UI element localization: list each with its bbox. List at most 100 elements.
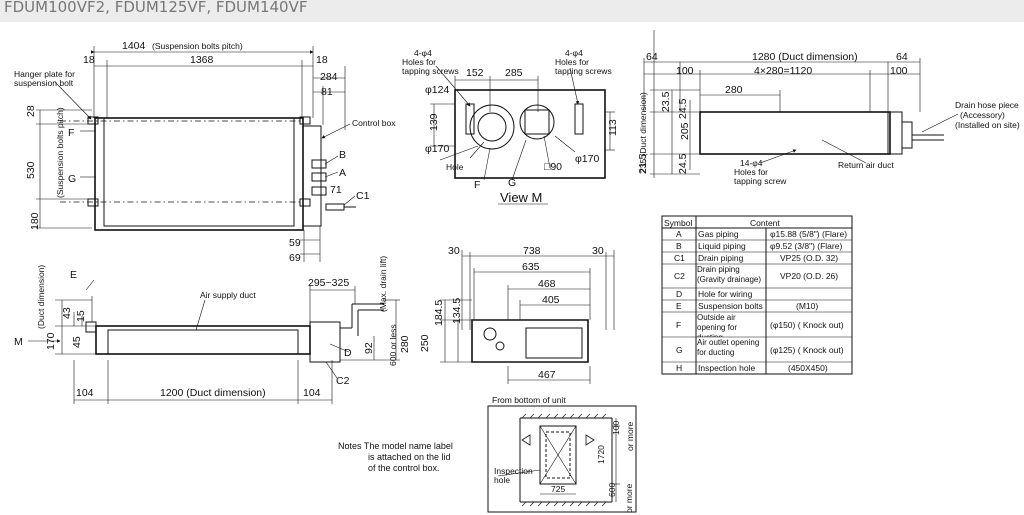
dim-64-left: 64	[646, 51, 658, 63]
table-name-D: Hole for wiring	[698, 289, 753, 299]
dim-45: 45	[71, 336, 83, 348]
hole-label: Hole	[446, 162, 464, 172]
air-outlet-opening	[519, 104, 555, 140]
dim-18-left: 18	[83, 54, 95, 66]
table-sym-E: E	[676, 301, 682, 311]
dim-100-bottom: 100	[611, 421, 621, 435]
sym-G-viewm: G	[508, 177, 516, 189]
dim-1720: 1720	[596, 445, 606, 464]
table-name-B: Liquid piping	[698, 241, 746, 251]
table-sym-A: A	[676, 229, 682, 239]
table-name-G: Air outlet opening for ducting	[697, 338, 759, 357]
sym-F-viewm: F	[474, 179, 480, 191]
dim-184-5: 184.5	[433, 300, 445, 326]
front-duct-dim: (Duct dimension)	[36, 265, 46, 329]
dim-30-right: 30	[592, 245, 604, 257]
table-value-C1: VP25 (O.D. 32)	[780, 253, 838, 263]
dim-468: 468	[538, 278, 556, 290]
table-name-A: Gas piping	[698, 229, 739, 239]
dim-phi124: φ124	[425, 84, 449, 96]
dim-phi170-right: φ170	[575, 153, 599, 165]
dim-250: 250	[419, 334, 431, 352]
dim-170-front: 170	[45, 332, 57, 350]
right-view: 64 1280 (Duct dimension) 64 100 4×280=11…	[637, 30, 1020, 186]
sym-F-top: F	[68, 127, 74, 139]
dim-600-note: or more	[624, 483, 634, 513]
dim-295-325: 295~325	[308, 277, 349, 289]
dim-1200: 1200 (Duct dimension)	[160, 387, 266, 399]
dim-113: 113	[607, 119, 619, 136]
dim-725: 725	[551, 484, 565, 494]
holes-right-2: Holes for	[555, 57, 589, 67]
screws-label-2: Holes for	[734, 167, 768, 177]
sym-G-top: G	[68, 173, 76, 185]
holes-left-2: Holes for	[402, 57, 436, 67]
top-view: 1404 (Suspension bolts pitch) 18 1368 18…	[14, 40, 396, 264]
dim-21-5: 21.5	[637, 153, 649, 174]
table-sym-C1: C1	[674, 253, 685, 263]
dim-152: 152	[466, 67, 484, 79]
sym-E-front: E	[70, 269, 77, 281]
dim-1404-note: (Suspension bolts pitch)	[152, 41, 243, 51]
dim-405: 405	[542, 294, 560, 306]
max-drain-label: (Max. drain lift)	[378, 256, 388, 312]
table-name-E: Suspension bolts	[698, 301, 763, 311]
dim-600-bottom: 600	[607, 483, 617, 497]
table-value-E: (M10)	[796, 301, 818, 311]
table-name-C2: Drain piping (Gravity drainage)	[697, 265, 761, 284]
drain-label-3: (Installed on site)	[955, 120, 1020, 130]
table-value-F: (φ150) ( Knock out)	[770, 320, 844, 330]
dim-284: 284	[320, 71, 338, 83]
dim-134-5: 134.5	[451, 298, 463, 324]
table-value-A: φ15.88 (5/8") (Flare)	[770, 229, 847, 239]
view-m-label: View M	[500, 190, 542, 205]
dim-280-front: 280	[399, 335, 411, 353]
sym-D: D	[344, 347, 352, 359]
table-value-B: φ9.52 (3/8") (Flare)	[770, 241, 842, 251]
dim-24-5-top: 24.5	[677, 98, 689, 119]
air-supply-label: Air supply duct	[200, 290, 256, 300]
dim-28: 28	[25, 105, 37, 117]
dim-235: 235 (Duct dimension)	[638, 92, 648, 173]
dim-92: 92	[363, 342, 375, 354]
dim-100-left: 100	[676, 65, 694, 77]
page-title: FDUM100VF2, FDUM125VF, FDUM140VF	[4, 0, 308, 16]
holes-right-3: tapping screws	[555, 66, 612, 76]
bottom-view: From bottom of unit 100 or more 1720 600…	[487, 395, 637, 513]
sym-C1: C1	[356, 190, 370, 202]
hanger-label-1: Hanger plate for	[14, 69, 75, 79]
table-name-H: Inspection hole	[698, 363, 755, 373]
sym-B: B	[339, 149, 346, 161]
bottom-view-label: From bottom of unit	[492, 395, 566, 405]
unit-body-top	[94, 117, 304, 231]
dim-81: 81	[321, 86, 333, 98]
sym-A: A	[339, 167, 346, 179]
table-sym-B: B	[676, 241, 682, 251]
dim-180: 180	[29, 212, 41, 230]
table-header-content: Content	[750, 218, 780, 228]
dim-100-note: or more	[625, 421, 635, 451]
view-m: 4-φ4 Holes for tapping screws 4-φ4 Holes…	[402, 48, 619, 205]
screws-label-3: tapping screw	[734, 176, 787, 186]
side-view: 30 738 30 635 468 405 184.5 134.5 467	[433, 245, 615, 384]
table-value-C2: VP20 (O.D. 26)	[780, 271, 838, 281]
dim-104-left: 104	[76, 387, 94, 399]
screws-label-1: 14-φ4	[740, 158, 763, 168]
table-value-H: (450X450)	[788, 363, 828, 373]
table-sym-C2: C2	[674, 271, 685, 281]
note-line-3: of the control box.	[368, 463, 440, 473]
title-bar: FDUM100VF2, FDUM125VF, FDUM140VF	[0, 0, 1024, 22]
dim-18-right: 18	[316, 54, 328, 66]
control-box-label: Control box	[352, 118, 396, 128]
table-sym-F: F	[676, 320, 681, 330]
dim-104-right: 104	[303, 387, 321, 399]
sym-C2: C2	[336, 375, 350, 387]
return-duct-label: Return air duct	[838, 160, 894, 170]
dim-71: 71	[330, 184, 342, 196]
hanger-label-2: suspension bolt	[14, 78, 74, 88]
dim-530-note: (Suspension bolts pitch)	[55, 107, 65, 198]
dim-69: 69	[289, 252, 301, 264]
dim-285: 285	[505, 67, 523, 79]
holes-left-1: 4-φ4	[414, 48, 432, 58]
